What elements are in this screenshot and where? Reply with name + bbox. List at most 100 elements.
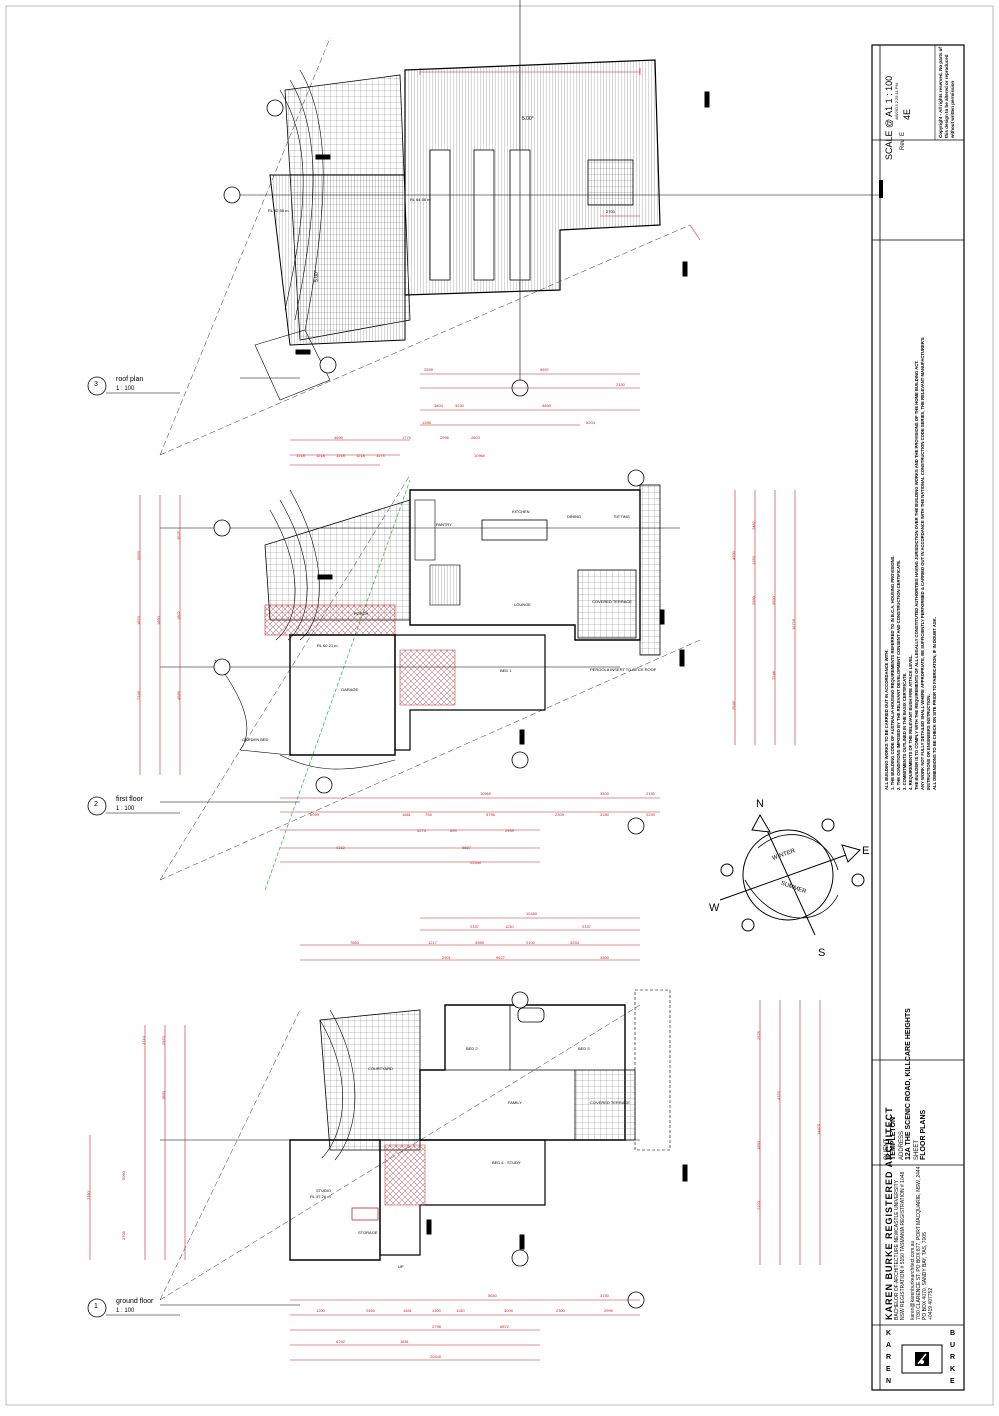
dim-label: 15726 — [791, 618, 796, 630]
logo-letter: U — [950, 1342, 956, 1349]
dim-label: 2300 — [556, 1308, 565, 1313]
dim-label: 2925 — [756, 1031, 761, 1040]
dim-label: 2870 — [161, 1036, 166, 1045]
dim-label: 7246 — [771, 671, 776, 680]
dim-label: 9697 — [540, 367, 549, 372]
dim-label: 10960 — [480, 791, 492, 796]
first-floor-plan — [159, 469, 701, 891]
dim-label: 3253 — [570, 940, 579, 945]
dim-label: 1681 — [400, 1339, 409, 1344]
copyright-line: without written permission — [950, 80, 955, 138]
dim-label: 1779 — [402, 435, 411, 440]
dim-label: 20440 — [430, 1354, 442, 1359]
dim-label: 6999 — [310, 812, 319, 817]
dim-label: 3273 — [417, 828, 426, 833]
dim-label: 4162 — [336, 845, 345, 850]
roof-pitch-label-2: 5.00° — [314, 270, 320, 282]
project-block: CLIENT TEMPLETON ADDRESS 12A THE SCENIC … — [884, 1008, 927, 1160]
dim-label: 1250 — [751, 556, 756, 565]
ground-floor-rl: RL 57.26 m — [310, 1194, 331, 1199]
dim-label: 7146 — [136, 691, 141, 700]
room-lounge: LOUNGE — [514, 602, 531, 607]
dim-label: 1860 — [156, 616, 161, 625]
dim-label: 14420 — [816, 1123, 821, 1135]
dim-label: 10960 — [474, 453, 486, 458]
logo-letter: E — [950, 1378, 955, 1385]
dim-label: 899 — [450, 828, 457, 833]
ground-floor-title: ground floor — [116, 1298, 154, 1305]
dim-label: 1218 — [356, 453, 365, 458]
dim-label: 2946 — [731, 701, 736, 710]
first-floor-rl: RL 60.21 m — [317, 643, 338, 648]
roof-pitch-label: 5.00° — [522, 116, 534, 122]
dim-label: 2939 — [505, 828, 514, 833]
stair-up-label: UP — [398, 1264, 404, 1269]
dim-label: 5850 — [542, 403, 551, 408]
dim-label: 3989 — [475, 940, 484, 945]
dim-label: 2130 — [646, 791, 655, 796]
dim-label: 3250 — [455, 403, 464, 408]
dim-label: 1850 — [161, 1091, 166, 1100]
room-bed-2: BED 2 — [466, 1046, 478, 1051]
dim-label: 1218 — [316, 453, 325, 458]
roof-plan-title: roof plan — [116, 376, 144, 383]
dim-label: 2999 — [604, 1308, 613, 1313]
sheet-number: 4E — [902, 108, 912, 120]
room-kitchen: KITCHEN — [512, 509, 530, 514]
logo-letter: R — [886, 1354, 892, 1361]
dim-label: 1398 — [422, 420, 431, 425]
dim-label: 6192 — [336, 1339, 345, 1344]
dim-label: 6872 — [500, 1324, 509, 1329]
dim-label: 3300 — [600, 791, 609, 796]
room-family: FAMILY — [508, 1100, 522, 1105]
scale-text: SCALE @ A1 1 : 100 — [884, 75, 894, 160]
rev-value: E — [900, 131, 906, 136]
dim-label: 1681 — [403, 1308, 412, 1313]
dim-label: 5650 — [488, 1293, 497, 1298]
compass-south-label: S — [818, 947, 826, 959]
dim-label: 5203 — [586, 420, 595, 425]
first-floor-number: 2 — [94, 801, 98, 808]
dim-label: 2599 — [424, 367, 433, 372]
dim-label: 2482 — [751, 521, 756, 530]
dim-label: 10450 — [526, 911, 538, 916]
dim-label: 3590 — [771, 596, 776, 605]
dim-label: 1218 — [336, 453, 345, 458]
dim-label: 2590 — [751, 596, 756, 605]
room-sitting: SITTING — [614, 514, 630, 519]
client-value: TEMPLETON — [890, 1116, 897, 1160]
dim-label: 4375 — [776, 1091, 781, 1100]
dim-label: 2309 — [555, 812, 564, 817]
dim-label: 7663 — [350, 940, 359, 945]
dim-label: 9527 — [496, 955, 505, 960]
title-block-frame — [871, 44, 965, 1391]
first-floor-dims — [139, 373, 796, 863]
dim-label: 2996 — [440, 435, 449, 440]
sheet-value: FLOOR PLANS — [920, 1109, 927, 1160]
dim-label: 4690 — [334, 435, 343, 440]
room-garden-bed: GARDEN BED — [242, 737, 269, 742]
roof-rl-1: RL 62.55 m — [268, 208, 289, 213]
logo-letter: E — [886, 1366, 891, 1373]
dim-label: 2397 — [470, 924, 479, 929]
dim-label: 2397 — [582, 924, 591, 929]
dim-label: 1150 — [456, 1308, 465, 1313]
dim-label: 2798 — [432, 1324, 441, 1329]
room-garage: GARAGE — [341, 687, 359, 692]
note-line: ALL DIMENSIONS TO BE CHECK ON SITE PRIOR… — [932, 617, 937, 790]
room-dining: DINING — [567, 514, 581, 519]
logo-letter: B — [950, 1330, 956, 1337]
dim-label: 3625 — [176, 531, 181, 540]
roof-plan-dims — [419, 68, 701, 241]
room-studio: STUDIO — [316, 1188, 332, 1193]
dim-label: 4590 — [731, 551, 736, 560]
logo-letter: K — [886, 1330, 892, 1337]
dim-label: 1130 — [505, 924, 514, 929]
room-bed-3: BED 3 — [578, 1046, 590, 1051]
dim-label: 5796 — [486, 812, 495, 817]
ground-floor-scale: 1 : 100 — [116, 1308, 135, 1314]
first-floor-scale: 1 : 100 — [116, 806, 135, 812]
roof-dim: 2700 — [606, 209, 615, 214]
